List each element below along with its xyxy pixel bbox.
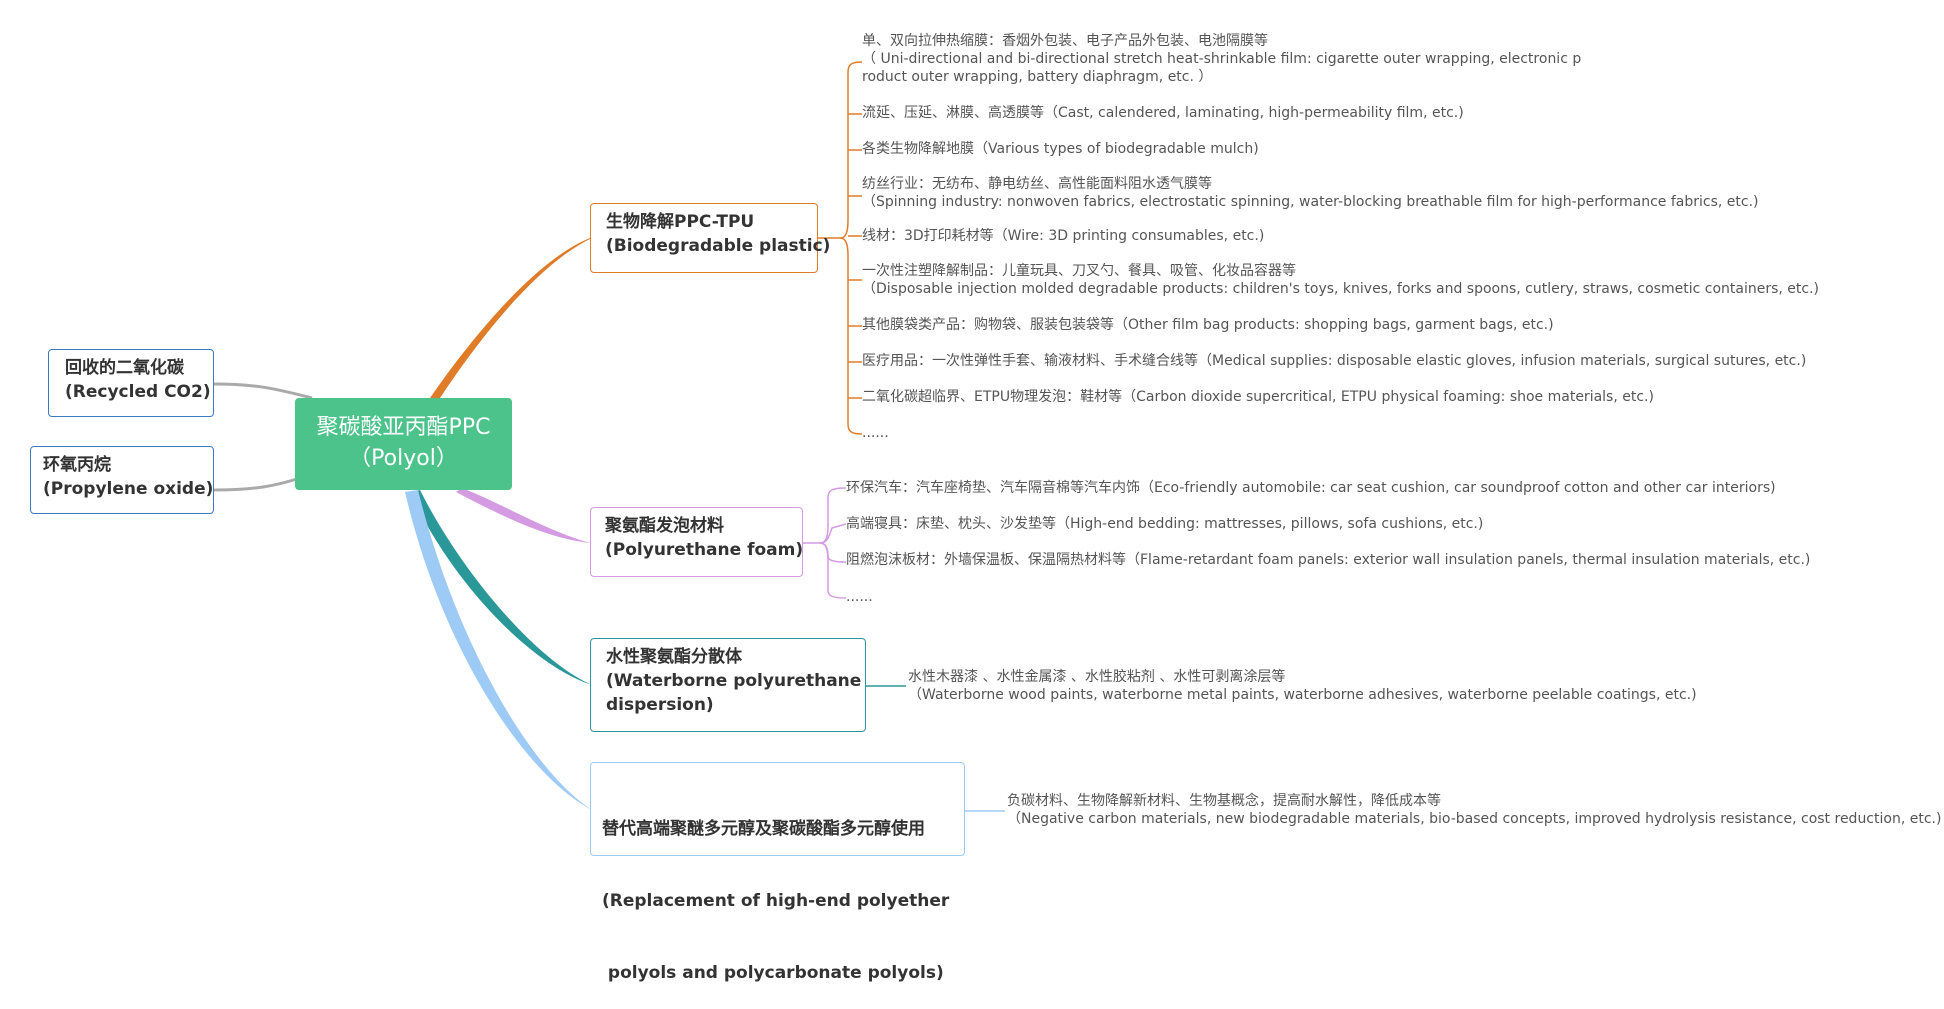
leaf-line: （Disposable injection molded degradable … <box>862 281 1819 297</box>
leaf-line: 水性木器漆 、水性金属漆 、水性胶粘剂 、水性可剥离涂层等 <box>908 669 1286 685</box>
leaf-spinning[interactable]: 纺丝行业：无纺布、静电纺丝、高性能面料阻水透气膜等 （Spinning indu… <box>862 175 1758 211</box>
polyurethane-leaf-links <box>803 487 847 599</box>
leaf-line: ...... <box>846 589 873 605</box>
leaf-medical[interactable]: 医疗用品：一次性弹性手套、输液材料、手术缝合线等（Medical supplie… <box>862 352 1806 370</box>
branch-title-cn: 水性聚氨酯分散体 <box>606 647 742 667</box>
branch-connector-waterborne <box>410 490 592 685</box>
leaf-line: roduct outer wrapping, battery diaphragm… <box>862 69 1213 85</box>
leaf-line: 纺丝行业：无纺布、静电纺丝、高性能面料阻水透气膜等 <box>862 176 1212 192</box>
branch-title-en-cont: dispersion) <box>606 695 714 715</box>
leaf-eco-automobile[interactable]: 环保汽车：汽车座椅垫、汽车隔音棉等汽车内饰（Eco-friendly autom… <box>846 479 1776 497</box>
connector-layer <box>213 61 1005 812</box>
branch-title-en: (Waterborne polyurethane <box>606 671 862 691</box>
input-label-cn: 回收的二氧化碳 <box>65 358 184 378</box>
biodegradable-leaf-links <box>818 61 863 435</box>
branch-title-en: (Replacement of high-end polyether <box>602 891 950 911</box>
leaf-bedding[interactable]: 高端寝具：床垫、枕头、沙发垫等（High-end bedding: mattre… <box>846 515 1483 533</box>
leaf-line: （ Uni-directional and bi-directional str… <box>862 51 1582 67</box>
leaf-line: （Spinning industry: nonwoven fabrics, el… <box>862 194 1759 210</box>
input-node-propylene-oxide[interactable]: 环氧丙烷 (Propylene oxide) <box>30 446 214 514</box>
root-subtitle: （Polyol） <box>349 446 458 471</box>
leaf-line: 其他膜袋类产品：购物袋、服装包装袋等（Other film bag produc… <box>862 317 1554 333</box>
root-node-ppc[interactable]: 聚碳酸亚丙酯PPC （Polyol） <box>295 398 512 490</box>
leaf-line: （Negative carbon materials, new biodegra… <box>1007 811 1942 827</box>
leaf-line: 负碳材料、生物降解新材料、生物基概念，提高耐水解性，降低成本等 <box>1007 793 1441 809</box>
branch-node-polyurethane-foam[interactable]: 聚氨酯发泡材料 (Polyurethane foam) <box>590 507 803 577</box>
leaf-film-bags[interactable]: 其他膜袋类产品：购物袋、服装包装袋等（Other film bag produc… <box>862 316 1554 334</box>
branch-connector-biodegradable <box>430 238 592 398</box>
branch-title-cn: 聚氨酯发泡材料 <box>605 516 724 536</box>
leaf-line: 各类生物降解地膜（Various types of biodegradable … <box>862 141 1259 157</box>
leaf-line: 环保汽车：汽车座椅垫、汽车隔音棉等汽车内饰（Eco-friendly autom… <box>846 480 1776 496</box>
leaf-line: 线材：3D打印耗材等（Wire: 3D printing consumables… <box>862 228 1265 244</box>
leaf-injection-molded[interactable]: 一次性注塑降解制品：儿童玩具、刀叉勺、餐具、吸管、化妆品容器等 （Disposa… <box>862 262 1819 298</box>
leaf-supercritical-foaming[interactable]: 二氧化碳超临界、ETPU物理发泡：鞋材等（Carbon dioxide supe… <box>862 388 1654 406</box>
branch-title-cn: 替代高端聚醚多元醇及聚碳酸酯多元醇使用 <box>602 819 925 839</box>
input-node-recycled-co2[interactable]: 回收的二氧化碳 (Recycled CO2) <box>48 349 214 417</box>
input-label-en: (Propylene oxide) <box>43 479 214 499</box>
leaf-waterborne-coatings[interactable]: 水性木器漆 、水性金属漆 、水性胶粘剂 、水性可剥离涂层等 （Waterborn… <box>908 668 1697 704</box>
input-connector-co2 <box>213 382 313 400</box>
root-title: 聚碳酸亚丙酯PPC <box>316 415 491 440</box>
leaf-line: 高端寝具：床垫、枕头、沙发垫等（High-end bedding: mattre… <box>846 516 1484 532</box>
input-connector-propylene-oxide <box>213 476 301 492</box>
branch-node-waterborne-dispersion[interactable]: 水性聚氨酯分散体 (Waterborne polyurethane disper… <box>590 638 866 732</box>
branch-connector-polyurethane-foam <box>456 488 590 543</box>
input-label-cn: 环氧丙烷 <box>43 455 111 475</box>
branch-title-cn: 生物降解PPC-TPU <box>606 212 755 232</box>
branch-title-en: (Biodegradable plastic) <box>606 236 831 256</box>
leaf-cast-film[interactable]: 流延、压延、淋膜、高透膜等（Cast, calendered, laminati… <box>862 104 1464 122</box>
leaf-line: ...... <box>862 425 889 441</box>
leaf-line: 阻燃泡沫板材：外墙保温板、保温隔热材料等（Flame-retardant foa… <box>846 552 1811 568</box>
branch-node-replacement-polyols[interactable]: 替代高端聚醚多元醇及聚碳酸酯多元醇使用 (Replacement of high… <box>590 762 965 983</box>
leaf-line: 单、双向拉伸热缩膜：香烟外包装、电子产品外包装、电池隔膜等 <box>862 33 1268 49</box>
leaf-stretch-film[interactable]: 单、双向拉伸热缩膜：香烟外包装、电子产品外包装、电池隔膜等 （ Uni-dire… <box>862 32 1581 86</box>
branch-title-en: (Polyurethane foam) <box>605 540 804 560</box>
leaf-mulch[interactable]: 各类生物降解地膜（Various types of biodegradable … <box>862 140 1259 158</box>
leaf-line: （Waterborne wood paints, waterborne meta… <box>908 687 1697 703</box>
leaf-ellipsis[interactable]: ...... <box>862 424 889 442</box>
leaf-line: 一次性注塑降解制品：儿童玩具、刀叉勺、餐具、吸管、化妆品容器等 <box>862 263 1296 279</box>
leaf-wire[interactable]: 线材：3D打印耗材等（Wire: 3D printing consumables… <box>862 227 1264 245</box>
leaf-line: 医疗用品：一次性弹性手套、输液材料、手术缝合线等（Medical supplie… <box>862 353 1807 369</box>
input-label-en: (Recycled CO2) <box>65 382 211 402</box>
branch-node-biodegradable-plastic[interactable]: 生物降解PPC-TPU (Biodegradable plastic) <box>590 203 831 273</box>
leaf-negative-carbon[interactable]: 负碳材料、生物降解新材料、生物基概念，提高耐水解性，降低成本等 （Negativ… <box>1007 792 1941 828</box>
leaf-foam-panels[interactable]: 阻燃泡沫板材：外墙保温板、保温隔热材料等（Flame-retardant foa… <box>846 551 1810 569</box>
leaf-line: 流延、压延、淋膜、高透膜等（Cast, calendered, laminati… <box>862 105 1464 121</box>
branch-title-en-cont: polyols and polycarbonate polyols) <box>602 963 944 983</box>
leaf-ellipsis[interactable]: ...... <box>846 588 873 606</box>
leaf-line: 二氧化碳超临界、ETPU物理发泡：鞋材等（Carbon dioxide supe… <box>862 389 1654 405</box>
branch-connector-replacement <box>405 490 592 810</box>
